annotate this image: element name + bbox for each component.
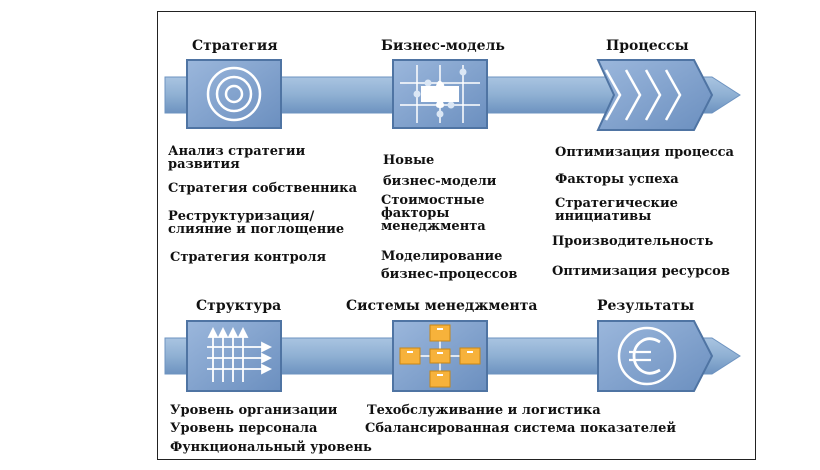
target-circles-icon — [186, 59, 282, 129]
strategy-item-1: Анализ стратегии развития — [168, 144, 306, 172]
heading-processes: Процессы — [606, 38, 689, 54]
puzzle-icon — [392, 59, 488, 129]
grid-arrows-icon — [186, 320, 282, 392]
business-model-item-1: Новые бизнес-модели — [383, 153, 497, 189]
heading-management-systems: Системы менеджмента — [346, 298, 538, 314]
heading-business-model: Бизнес-модель — [381, 38, 505, 54]
processes-item-3: Стратегические инициативы — [555, 196, 678, 224]
structure-item-2: Уровень персонала — [170, 421, 318, 436]
management-item-2: Сбалансированная система показателей — [365, 421, 677, 436]
euro-icon — [597, 320, 714, 392]
structure-item-1: Уровень организации — [170, 403, 338, 418]
heading-structure: Структура — [196, 298, 282, 314]
strategy-item-2: Стратегия собственника — [168, 181, 357, 196]
chevrons-icon — [596, 59, 714, 131]
business-model-item-3: Моделирование бизнес-процессов — [381, 249, 518, 282]
strategy-item-3: Реструктуризация/ слияние и поглощение — [168, 209, 345, 237]
management-item-1: Техобслуживание и логистика — [367, 403, 601, 418]
structure-item-3: Функциональный уровень — [170, 440, 372, 455]
processes-item-1: Оптимизация процесса — [555, 145, 734, 160]
processes-item-2: Факторы успеха — [555, 172, 679, 187]
business-model-item-2: Стоимостные факторы менеджмента — [381, 193, 486, 234]
processes-item-4: Производительность — [552, 234, 714, 249]
heading-results: Результаты — [597, 298, 695, 314]
heading-strategy: Стратегия — [192, 38, 278, 54]
boxes-network-icon — [392, 320, 488, 392]
strategy-item-4: Стратегия контроля — [170, 250, 327, 265]
processes-item-5: Оптимизация ресурсов — [552, 264, 730, 279]
